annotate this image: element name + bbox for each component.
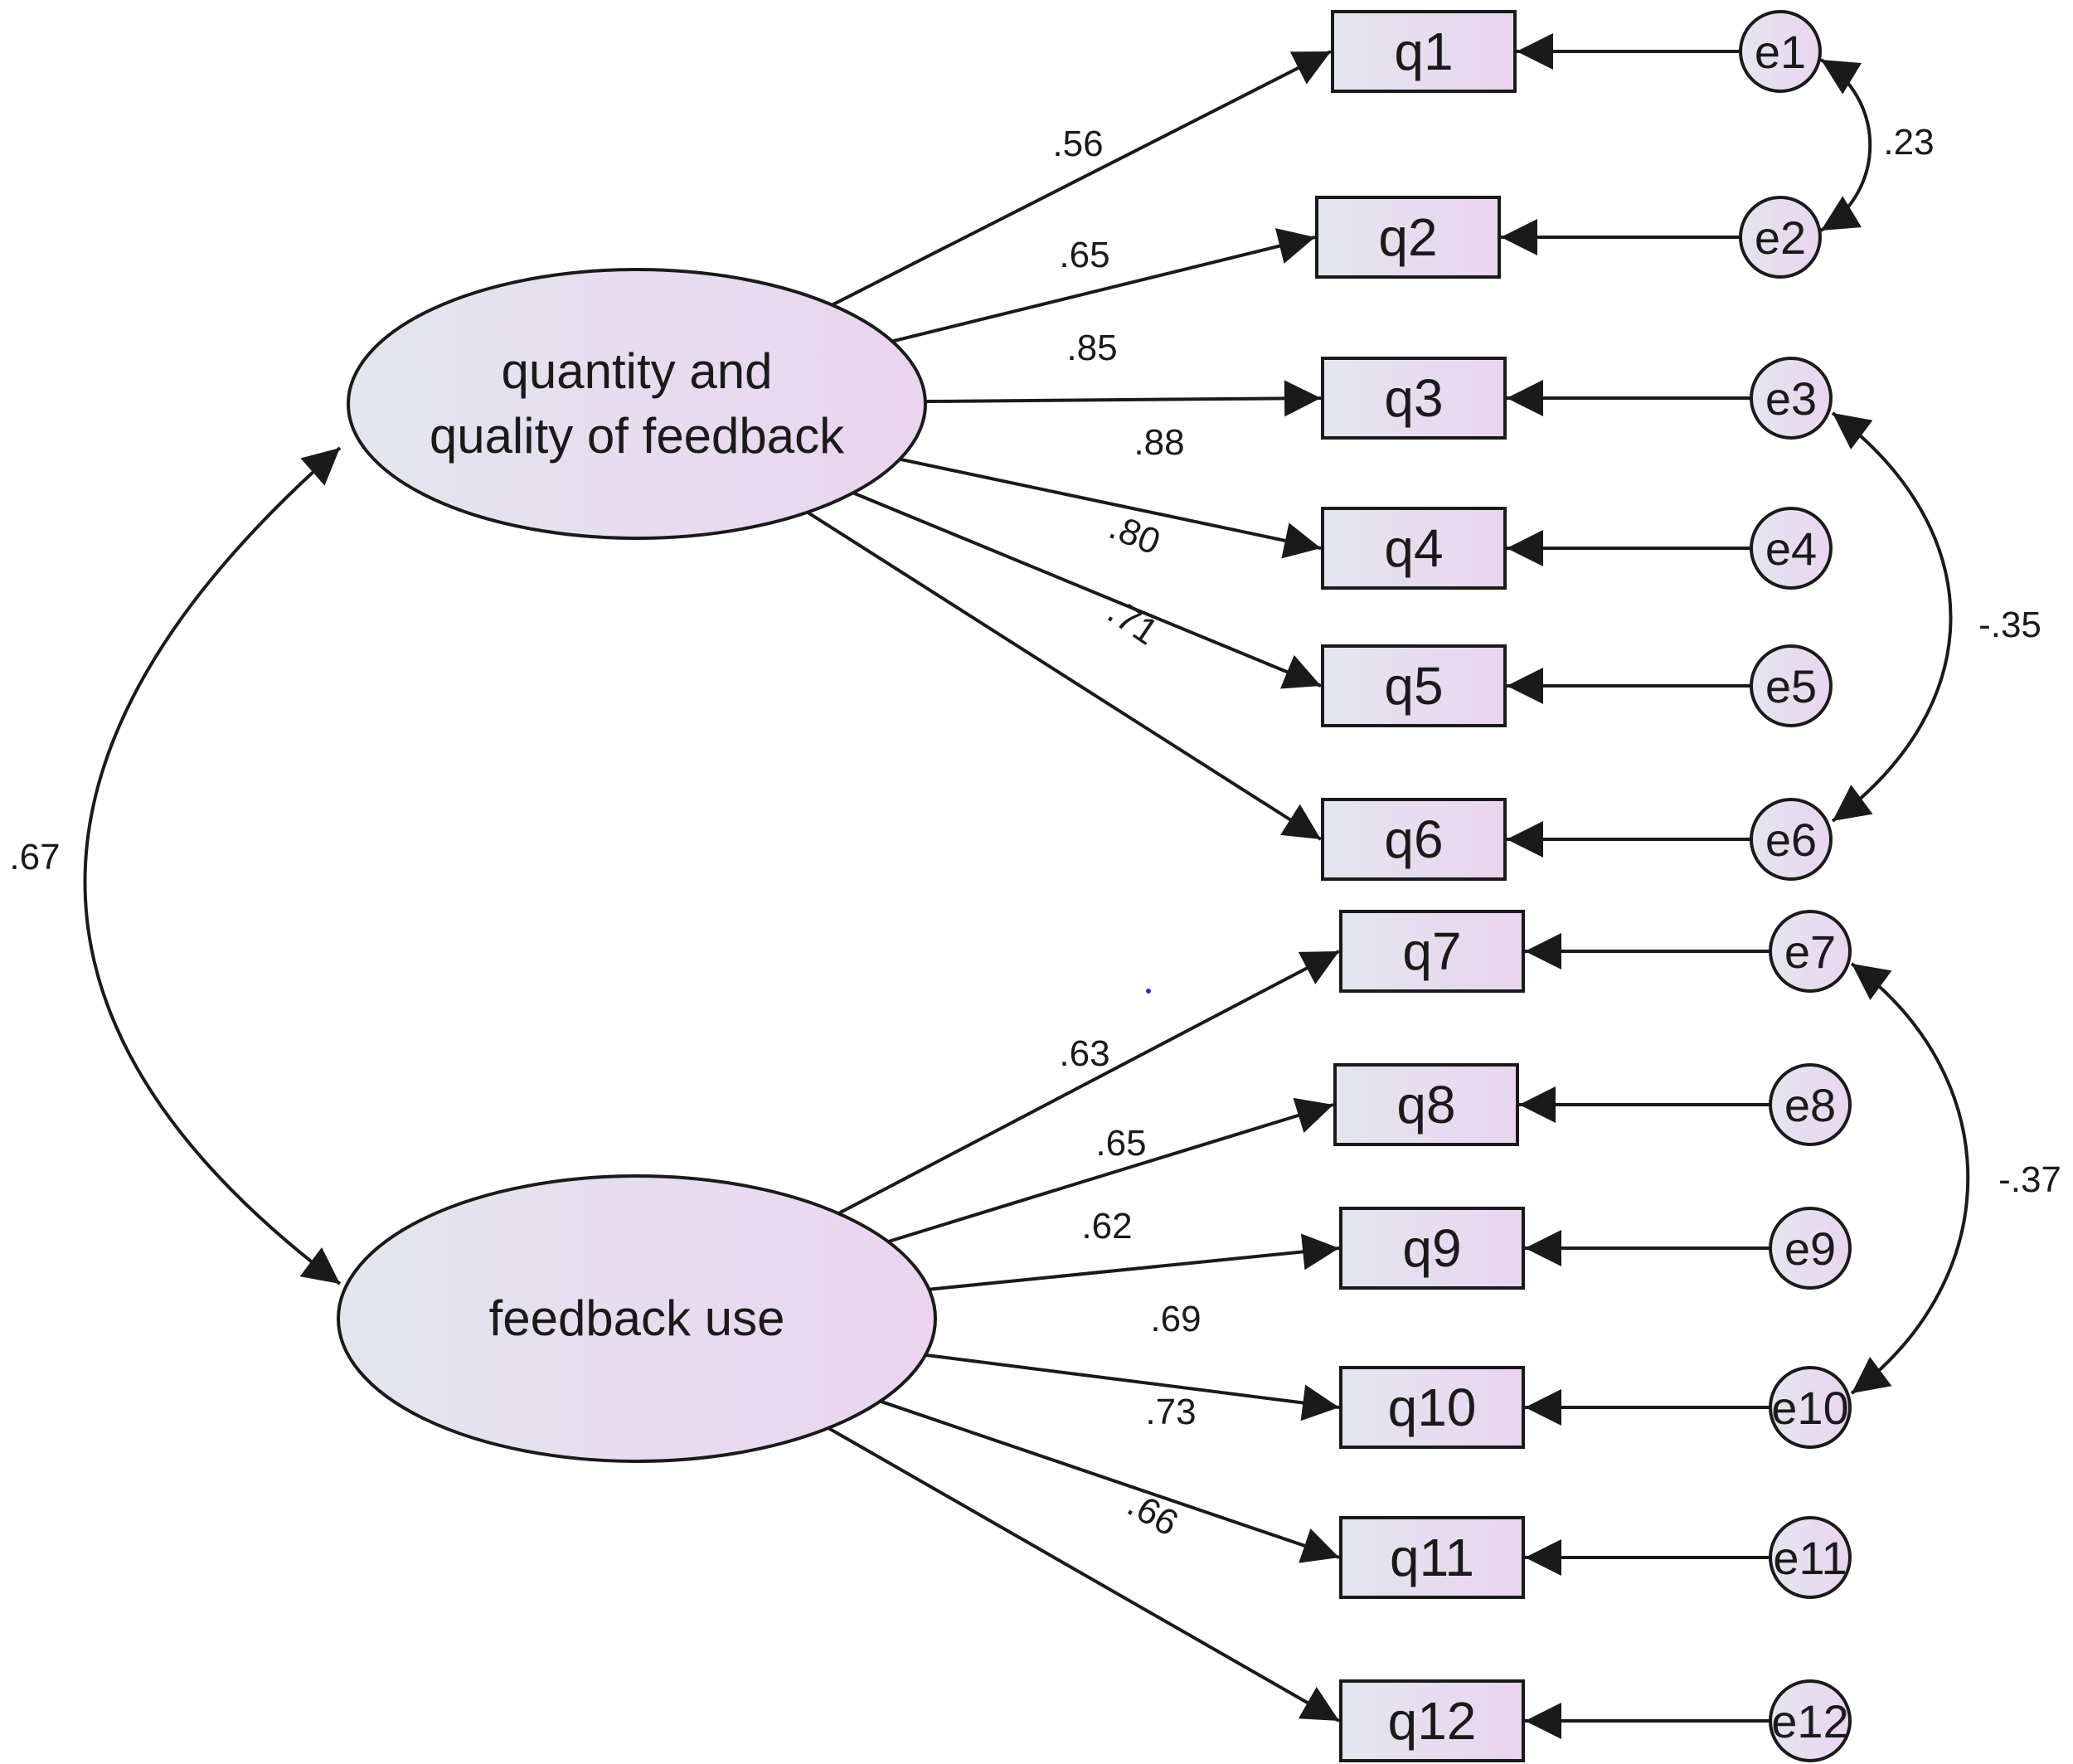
error-covariance-arc-e1-e2 <box>1819 58 1872 232</box>
loading-path-f1-q6 <box>806 510 1323 841</box>
indicator-box-q5 <box>1321 644 1507 727</box>
indicator-label-q4: q4 <box>1384 518 1443 578</box>
latent-label-f1-line-2: quality of feedback <box>430 408 845 464</box>
indicator-label-q11: q11 <box>1390 1528 1474 1587</box>
indicator-box-q9 <box>1339 1207 1525 1290</box>
error-circle-e7 <box>1769 910 1852 993</box>
error-circle-e1 <box>1739 10 1822 93</box>
loading-path-f1-q1 <box>831 50 1332 307</box>
indicator-box-q12 <box>1339 1679 1525 1762</box>
indicator-box-q3 <box>1321 357 1507 440</box>
loading-label-q4: .88 <box>1134 422 1184 463</box>
loading-label-q9: .62 <box>1081 1206 1132 1246</box>
indicator-label-q7: q7 <box>1402 921 1461 981</box>
indicator-label-q3: q3 <box>1384 368 1443 428</box>
error-circle-e5 <box>1750 644 1833 727</box>
loading-path-f2-q12 <box>827 1426 1340 1723</box>
loading-label-q2: .65 <box>1059 235 1109 275</box>
error-label-e8: e8 <box>1784 1079 1836 1131</box>
indicator-box-q7 <box>1339 910 1525 993</box>
indicator-box-q8 <box>1333 1063 1519 1146</box>
error-label-e7: e7 <box>1784 926 1836 978</box>
error-label-e5: e5 <box>1765 660 1817 712</box>
loading-label-q10: .69 <box>1150 1299 1201 1339</box>
error-covariance-arc-e7-e10 <box>1850 962 1970 1395</box>
indicator-box-q10 <box>1339 1366 1525 1449</box>
error-label-e4: e4 <box>1765 522 1817 575</box>
latent-label-f1-line-1: quantity and <box>502 343 773 399</box>
error-circle-e8 <box>1769 1063 1852 1146</box>
loading-path-f1-q3 <box>925 380 1322 417</box>
error-circle-e11 <box>1769 1516 1852 1599</box>
error-label-e6: e6 <box>1765 814 1817 866</box>
nodes-layer <box>337 10 1852 1762</box>
latent-ellipse-f1 <box>347 268 927 540</box>
labels-layer: quantity and quality of feedback feedback … <box>9 22 2061 1751</box>
indicator-box-q6 <box>1321 798 1507 881</box>
loading-path-f2-q8 <box>887 1097 1334 1244</box>
error-label-e10: e10 <box>1771 1382 1848 1434</box>
factor-covariance-label: .67 <box>9 837 60 877</box>
loading-label-q12: .66 <box>1121 1484 1185 1544</box>
error-circle-e3 <box>1750 357 1833 440</box>
indicator-box-q4 <box>1321 507 1507 590</box>
error-circle-e4 <box>1750 507 1833 590</box>
error-covariance-label-e7-e10: -.37 <box>1998 1159 2061 1200</box>
loading-path-f1-q5 <box>852 491 1322 689</box>
latent-ellipse-f2 <box>337 1174 937 1463</box>
error-label-e1: e1 <box>1755 26 1806 78</box>
error-label-e9: e9 <box>1784 1222 1836 1275</box>
loading-label-q7: .63 <box>1059 1033 1109 1074</box>
indicator-label-q1: q1 <box>1394 22 1453 81</box>
indicator-label-q10: q10 <box>1388 1378 1477 1437</box>
error-label-e11: e11 <box>1773 1532 1847 1584</box>
error-circle-e6 <box>1750 798 1833 881</box>
indicator-box-q2 <box>1315 196 1501 279</box>
stray-dot <box>1146 989 1151 994</box>
loading-path-f2-q10 <box>925 1353 1340 1421</box>
indicator-label-q12: q12 <box>1388 1691 1477 1751</box>
error-covariance-label-e3-e6: -.35 <box>1978 605 2041 645</box>
error-covariance-label-e1-e2: .23 <box>1883 122 1934 163</box>
error-circle-e10 <box>1769 1366 1852 1449</box>
loading-label-q8: .65 <box>1095 1123 1146 1164</box>
error-circle-e12 <box>1769 1679 1852 1762</box>
loading-path-f1-q2 <box>891 228 1316 343</box>
error-circle-e9 <box>1769 1207 1852 1290</box>
loading-label-q1: .56 <box>1052 124 1103 164</box>
loading-path-f1-q4 <box>899 457 1322 559</box>
loading-path-f2-q11 <box>879 1399 1340 1563</box>
loading-path-f2-q7 <box>837 950 1340 1215</box>
indicator-label-q9: q9 <box>1402 1218 1461 1278</box>
error-circle-e2 <box>1739 196 1822 279</box>
indicator-label-q6: q6 <box>1384 809 1443 869</box>
paths-layer <box>83 33 1970 1739</box>
loading-label-q11: .73 <box>1145 1392 1196 1432</box>
loading-path-f2-q9 <box>929 1233 1340 1291</box>
indicator-label-q5: q5 <box>1384 656 1443 716</box>
error-label-e3: e3 <box>1765 372 1817 425</box>
indicator-label-q8: q8 <box>1396 1075 1455 1135</box>
error-covariance-arc-e3-e6 <box>1831 411 1953 823</box>
latent-label-f2-line-1: feedback use <box>489 1290 785 1346</box>
factor-covariance-arc <box>83 446 342 1285</box>
error-label-e2: e2 <box>1755 211 1806 264</box>
indicator-box-q11 <box>1339 1516 1525 1599</box>
indicator-label-q2: q2 <box>1378 207 1437 267</box>
error-label-e12: e12 <box>1771 1695 1848 1747</box>
indicator-box-q1 <box>1331 10 1517 93</box>
loading-label-q3: .85 <box>1066 328 1117 368</box>
